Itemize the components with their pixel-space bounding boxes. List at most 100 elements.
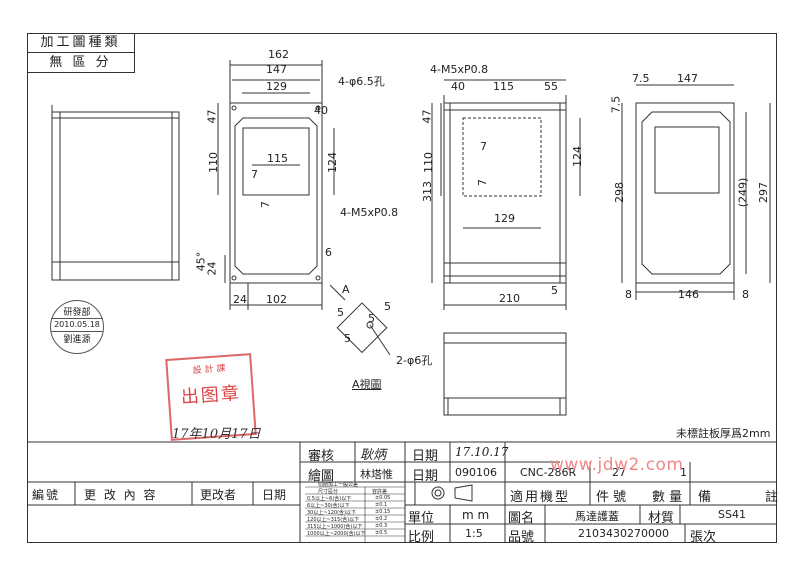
audit-label: 審核 [308,449,335,464]
drawing-frame [27,33,777,543]
tolerance-row: 120以上~315(含)以下 [307,517,360,523]
view1-inner [234,117,318,275]
dim-110: 110 [207,152,220,173]
tolerance-row: 1000以上~2000(含)以下 [307,531,366,537]
thickness-note: 未標註板厚爲2mm [676,427,771,440]
dim-210: 210 [499,292,520,305]
dim-7b: 7 [259,201,272,208]
tolerance-row: 6以上~30(含)以下 [307,503,350,509]
dim-162: 162 [268,48,289,61]
dim-24-vert: 24 [205,261,219,276]
dim-147: 147 [266,63,287,76]
draw-label: 繪圖 [308,469,335,484]
dim-5-v2: 5 [551,284,558,297]
dim-47: 47 [205,109,219,124]
detail-dim-5a: 5 [337,306,344,319]
detail-dim-5c: 5 [344,332,351,345]
dim-124-v2: 124 [571,146,584,167]
applicable-model-label: 適用機型 [510,490,571,505]
view3-window [654,126,720,194]
tolerance-header-range: 尺寸區分 [318,489,339,495]
bottom-view [443,332,567,416]
dim-124: 124 [326,152,339,173]
thread-label-2: 4-M5xP0.8 [430,63,489,76]
tolerance-row-value: ±0.5 [375,530,388,536]
drawing-name: 馬達護蓋 [575,510,619,523]
view3-outer [635,102,735,284]
dim-40-v2: 40 [451,80,465,93]
dim-313: 313 [421,181,434,202]
dim-40: 40 [314,104,328,117]
rev-header-changer: 更改者 [200,488,237,502]
dim-8-left: 8 [625,288,632,301]
date-label-2: 日期 [412,469,439,484]
dim-298: 298 [613,182,626,203]
product-no: 2103430270000 [578,527,669,540]
red-stamp-date: 17年10月17日 [172,427,261,442]
dim-55-v2: 55 [544,80,558,93]
unit-label: 單位 [408,511,435,526]
red-stamp-title: 設 計 課 [192,363,226,377]
tolerance-row-value: ±0.05 [375,495,391,501]
hole-label-65: 4-φ6.5孔 [338,75,385,88]
site-watermark: www.jdw2.com [550,455,684,475]
dim-115-v2: 115 [493,80,514,93]
detail-dim-5b: 5 [384,300,391,313]
unit-value: m m [462,508,490,522]
dim-47-v2: 47 [420,109,434,124]
remark-label: 備 [698,490,712,505]
dim-147-v3: 147 [677,72,698,85]
category-label: 無 區 分 [49,55,112,70]
dim-7-5-side: 7.5 [609,95,623,114]
tolerance-row-value: ±0.15 [375,509,391,515]
tolerance-title: 切削加工一般公差 [318,482,359,488]
dim-129-v2: 129 [494,212,515,225]
dim-115: 115 [267,152,288,165]
dim-7-5-top: 7.5 [632,72,650,85]
rev-header-content: 更 改 內 容 [84,488,158,502]
tolerance-row: 30以上~120(含)以下 [307,510,356,516]
tolerance-row-value: ±0.3 [375,523,388,529]
detail-dim-5d: 5 [368,312,375,325]
tolerance-row-value: ±0.1 [375,502,388,508]
side-view-left [51,111,180,281]
view3-inner [641,111,731,275]
detail-a [336,302,388,354]
date-value-1: 17.10.17 [455,445,509,459]
detail-view-label: A視圖 [352,378,382,391]
header-box: 加工圖種類 無 區 分 [27,33,135,73]
tolerance-row-value: ±0.2 [375,516,388,522]
dim-6: 6 [325,246,332,259]
dim-249: (249) [736,177,750,208]
rd-stamp-dept: 研發部 [63,308,91,318]
process-type-label: 加工圖種類 [27,33,134,53]
model-code: CNC-286R [520,466,577,479]
audit-signature: 耿炳 [360,448,387,463]
dim-102: 102 [266,293,287,306]
material-label: 材質 [648,511,675,526]
scale: 1:5 [465,527,483,540]
rd-stamp: 研發部 2010.05.18 劉進源 [50,300,104,354]
date-label-1: 日期 [412,449,439,464]
dim-7a-v2: 7 [480,140,487,153]
view1-window [242,127,310,196]
dim-7a: 7 [251,168,258,181]
part-no: 27 [612,466,626,479]
tolerance-row: 0.5以上~6(含)以下 [307,496,352,502]
view1-outer [229,102,323,284]
dim-7b-v2: 7 [476,179,489,186]
dim-297: 297 [757,182,770,203]
product-no-label: 品號 [508,530,535,545]
dim-110-v2: 110 [422,152,435,173]
material: SS41 [718,508,746,521]
sheet-label: 張次 [690,530,717,545]
thread-label-1: 4-M5xP0.8 [340,206,399,219]
rev-header-date: 日期 [262,488,287,502]
dim-8-right: 8 [742,288,749,301]
date-value-2: 090106 [455,466,497,479]
rev-header-no: 編號 [32,488,61,502]
rd-stamp-date: 2010.05.18 [51,318,103,332]
quantity-label: 數 量 [652,490,683,505]
dim-146: 146 [678,288,699,301]
